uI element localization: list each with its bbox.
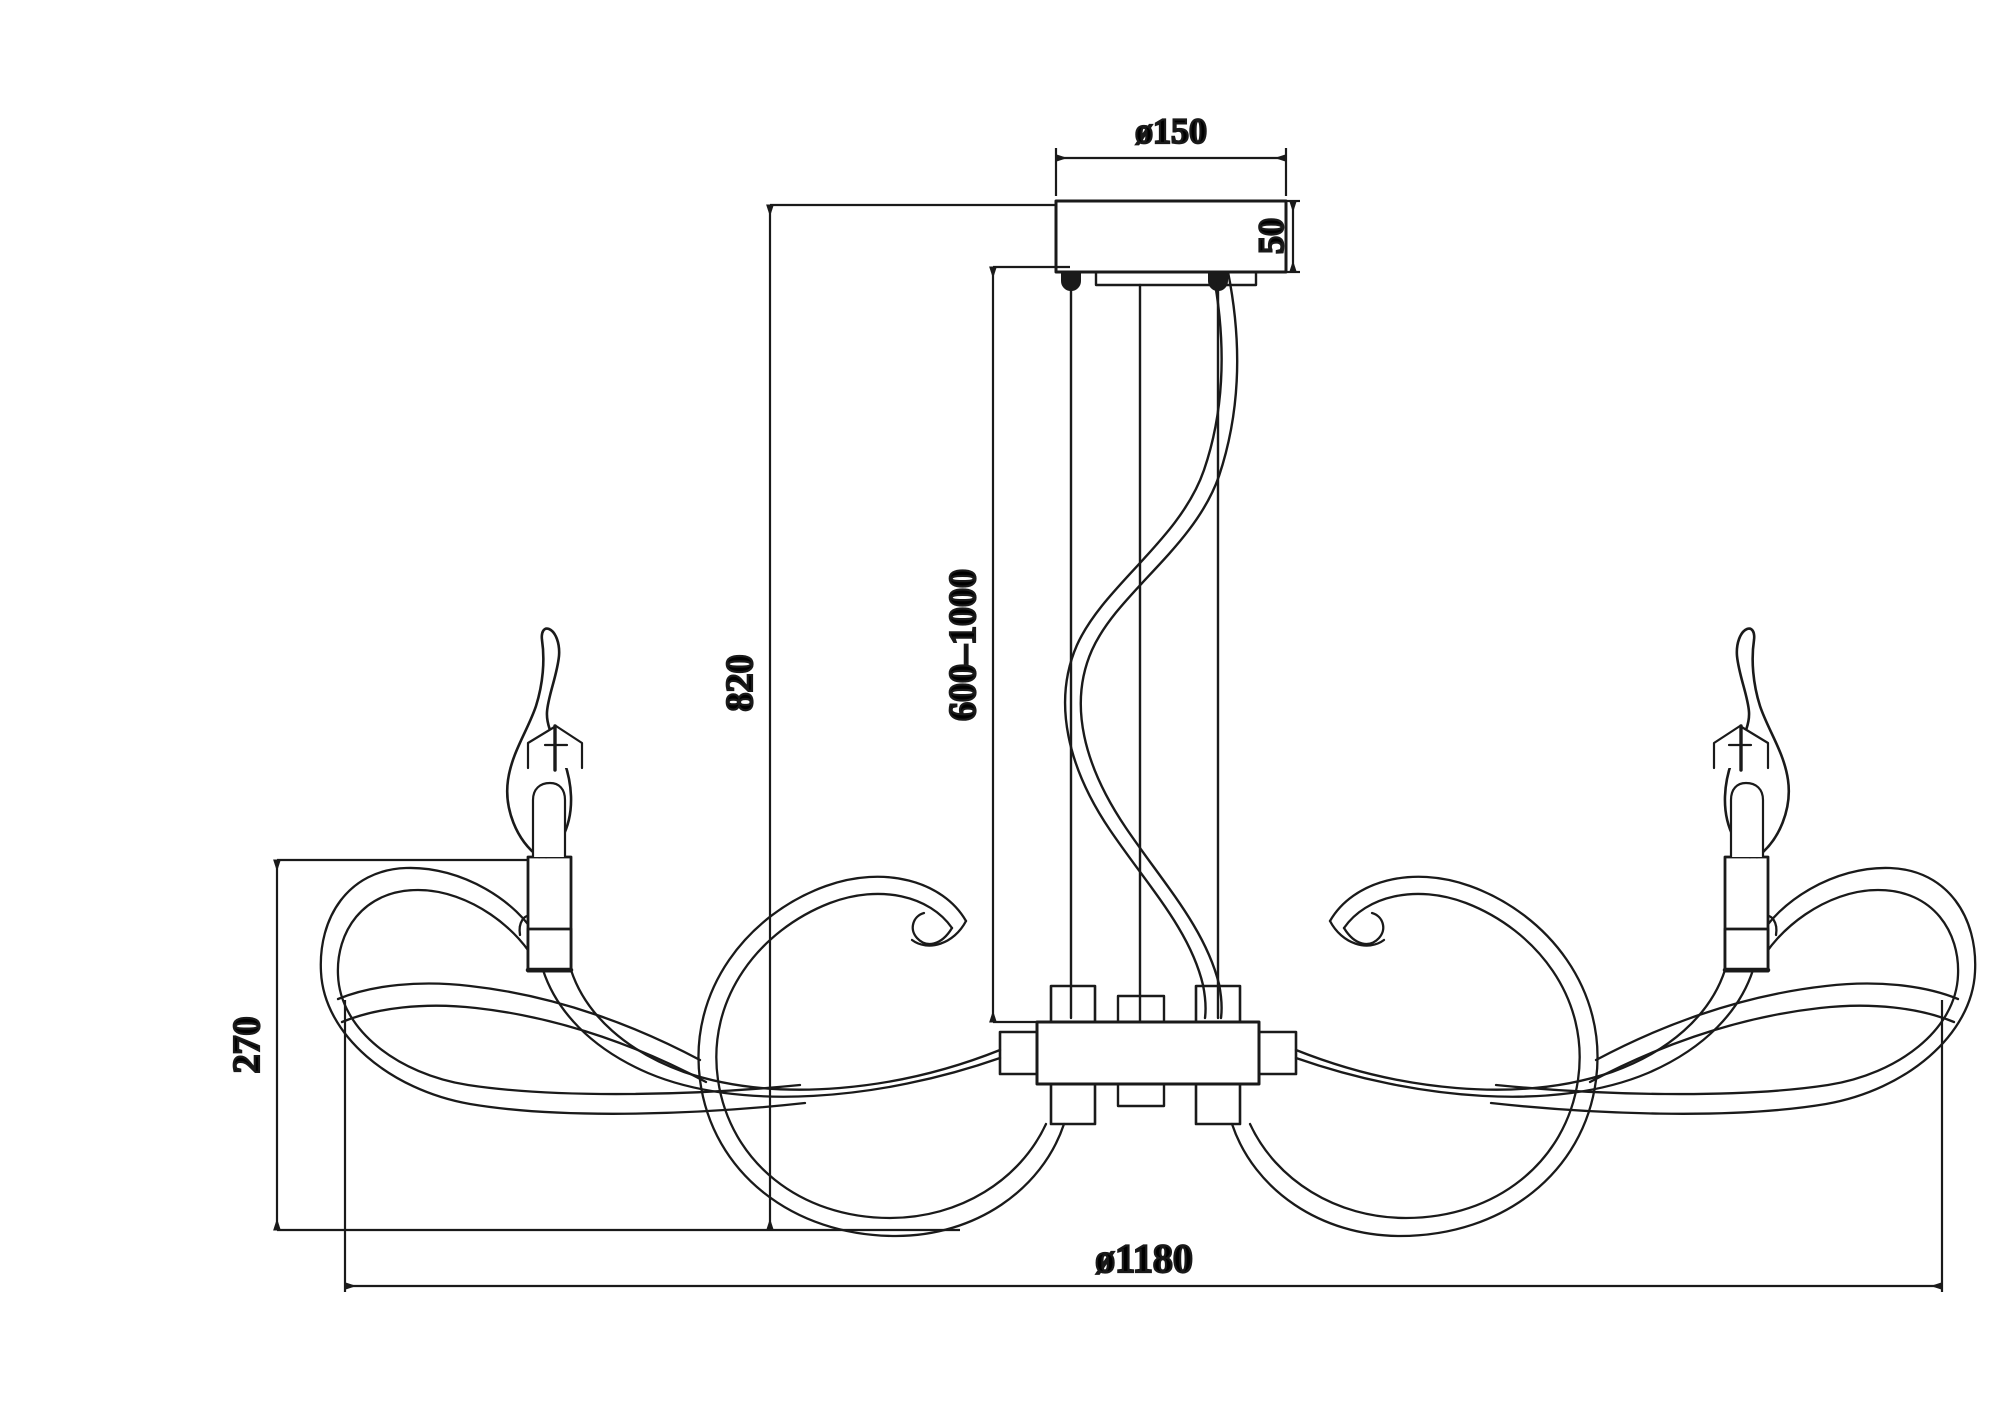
dimension-label-canopy-height: 50 — [1251, 218, 1291, 254]
dimension-label-canopy-diameter: ø150 — [1135, 111, 1207, 151]
hub-block-lower-left — [1049, 1082, 1097, 1126]
dimension-overall-diameter: ø1180 — [343, 1000, 1944, 1292]
dimension-suspension-range: 600–1000 — [941, 265, 1070, 1024]
scroll-arm-inner-left-b — [697, 875, 1066, 1238]
dimension-canopy-diameter: ø150 — [1054, 110, 1288, 196]
scroll-arm-left-main-a — [541, 968, 1002, 1098]
scroll-arm-inner-right-a — [1248, 892, 1581, 1220]
dimension-label-overall-diameter: ø1180 — [1095, 1236, 1193, 1281]
scroll-arm-inner-right-b — [1230, 875, 1599, 1238]
scroll-arm-outer-left-b — [319, 866, 807, 1115]
hub-collar-left — [998, 1030, 1039, 1076]
candle-assembly-left — [505, 627, 584, 973]
bulb-filament-right — [1729, 781, 1765, 859]
dimension-arm-height: 270 — [225, 858, 770, 1232]
scroll-arm-left-hook-a — [911, 911, 954, 946]
candle-collar-right — [1723, 927, 1770, 973]
arm-group-left — [319, 866, 1066, 1238]
scroll-arm-cross-right-a — [1594, 982, 1960, 1062]
scroll-arm-outer-right-a — [1494, 888, 1960, 1096]
candle-collar-left — [526, 927, 573, 973]
hub-collar-right — [1257, 1030, 1298, 1076]
dimension-label-suspension-range: 600–1000 — [942, 569, 984, 721]
candle-bulb-right — [1712, 627, 1791, 859]
scroll-arm-right-main-b — [1294, 968, 1727, 1091]
hub-block-lower-right — [1194, 1082, 1242, 1126]
scroll-arm-cross-left-b — [340, 1004, 708, 1084]
dimension-canopy-height: 50 — [1250, 199, 1300, 274]
scroll-arm-left-main-b — [569, 968, 1002, 1091]
scroll-arm-cross-right-b — [1588, 1004, 1956, 1084]
scroll-arm-right-main-a — [1294, 968, 1755, 1098]
candle-assembly-right — [1712, 627, 1791, 973]
dimension-layer: ø150 50 600–1000 820 270 — [225, 110, 1944, 1292]
scroll-arm-outer-right-b — [1489, 866, 1977, 1115]
scroll-arm-right-hook-a — [1342, 911, 1385, 946]
central-hub — [998, 984, 1298, 1126]
scroll-arm-cross-left-a — [336, 982, 702, 1062]
fixture-geometry — [319, 199, 1977, 1238]
dimension-overall-height: 820 — [718, 203, 1056, 1232]
bulb-filament-left — [531, 781, 567, 859]
dimension-label-overall-height: 820 — [719, 655, 761, 712]
dimension-label-arm-height: 270 — [226, 1017, 268, 1074]
candle-bulb-left — [505, 627, 584, 859]
scroll-arm-right-hook-b — [1328, 919, 1386, 947]
power-cable — [1063, 270, 1239, 1020]
hub-center-boss-bottom — [1116, 1082, 1166, 1108]
arm-group-right — [1230, 866, 1977, 1238]
scroll-arm-left-hook-b — [910, 919, 968, 947]
scroll-arm-inner-left-a — [715, 892, 1048, 1220]
